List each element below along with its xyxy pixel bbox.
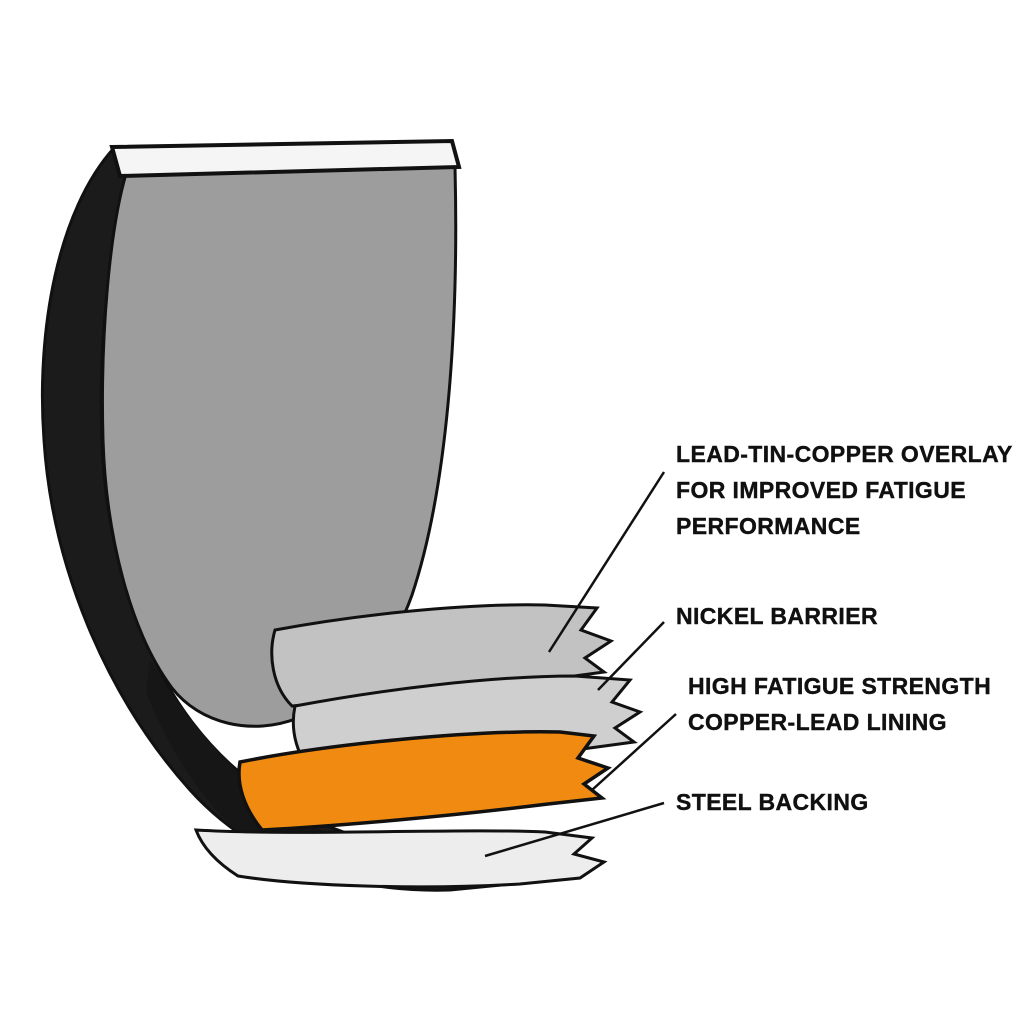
label-steel-backing: STEEL BACKING <box>676 784 869 820</box>
label-line: STEEL BACKING <box>676 789 869 815</box>
label-copper-lead-lining: HIGH FATIGUE STRENGTH COPPER-LEAD LINING <box>688 668 991 740</box>
label-line: NICKEL BARRIER <box>676 603 878 629</box>
label-line: FOR IMPROVED FATIGUE <box>676 477 966 503</box>
label-lead-tin-copper-overlay: LEAD-TIN-COPPER OVERLAY FOR IMPROVED FAT… <box>676 436 1013 544</box>
label-line: PERFORMANCE <box>676 513 861 539</box>
layer-steel-backing <box>193 828 608 889</box>
leader-line-overlay <box>547 471 666 653</box>
label-nickel-barrier: NICKEL BARRIER <box>676 598 878 634</box>
label-line: COPPER-LEAD LINING <box>688 709 947 735</box>
leader-line-steel-backing <box>484 801 665 858</box>
layer-copper-lead-lining <box>237 730 612 832</box>
leader-line-nickel-barrier <box>597 621 665 691</box>
label-line: HIGH FATIGUE STRENGTH <box>688 673 992 699</box>
label-line: LEAD-TIN-COPPER OVERLAY <box>676 441 1013 467</box>
leader-line-copper-lead-lining <box>591 713 677 791</box>
shell-top-edge <box>109 138 462 179</box>
shell-bore-face <box>100 165 458 728</box>
